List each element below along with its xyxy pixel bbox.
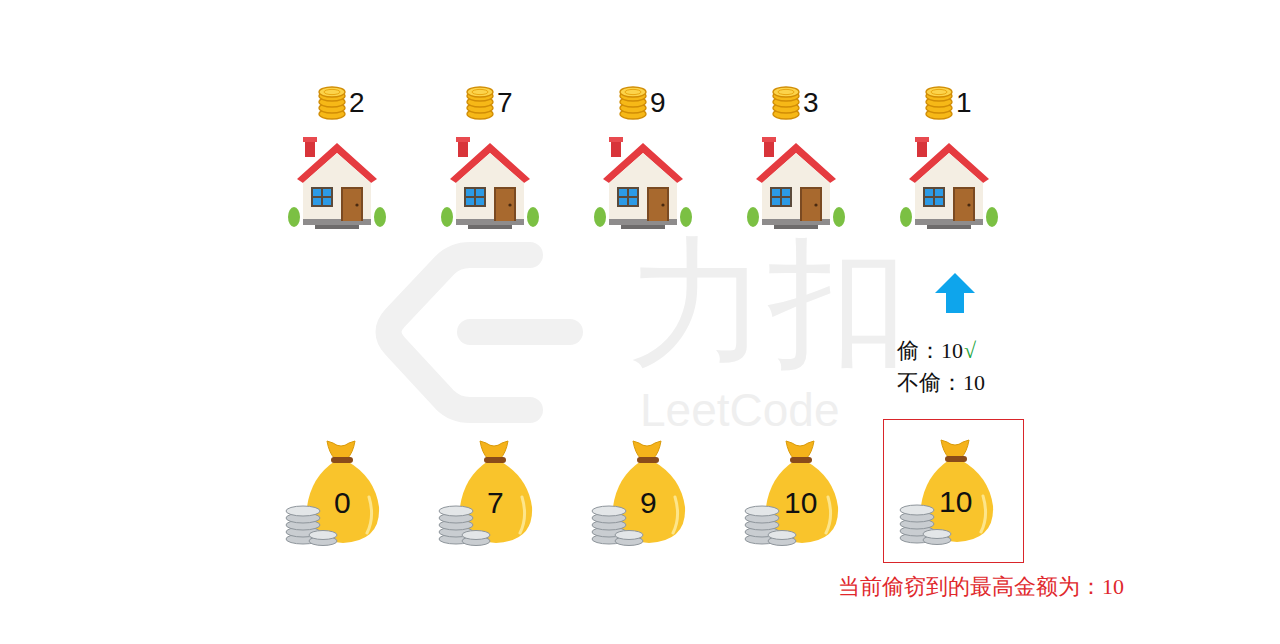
steal-option: 偷：10 — [897, 338, 963, 363]
money-bag: 9 — [587, 437, 702, 547]
amount-number: 10 — [939, 487, 972, 517]
amount-number: 10 — [784, 488, 817, 518]
check-mark: √ — [964, 338, 976, 363]
watermark: LeetCode — [640, 384, 840, 437]
coin-count: 9 — [650, 87, 666, 119]
coin-count: 1 — [956, 87, 972, 119]
highlight-box: 当前偷窃到的最高金额为：1010 — [883, 419, 1024, 563]
coin-count: 7 — [497, 87, 513, 119]
result-caption: 当前偷窃到的最高金额为：10 — [838, 574, 1124, 599]
skip-option: 不偷：10 — [897, 370, 985, 395]
amount-number: 9 — [640, 488, 657, 518]
money-bag: 10 — [740, 437, 855, 547]
amount-number: 7 — [487, 488, 504, 518]
coin-count: 2 — [349, 87, 365, 119]
money-bag: 0 — [281, 437, 396, 547]
money-bag: 7 — [434, 437, 549, 547]
amount-number: 0 — [334, 488, 351, 518]
watermark: 力扣 — [628, 222, 908, 383]
coin-count: 3 — [803, 87, 819, 119]
money-bag: 10 — [895, 436, 1010, 546]
